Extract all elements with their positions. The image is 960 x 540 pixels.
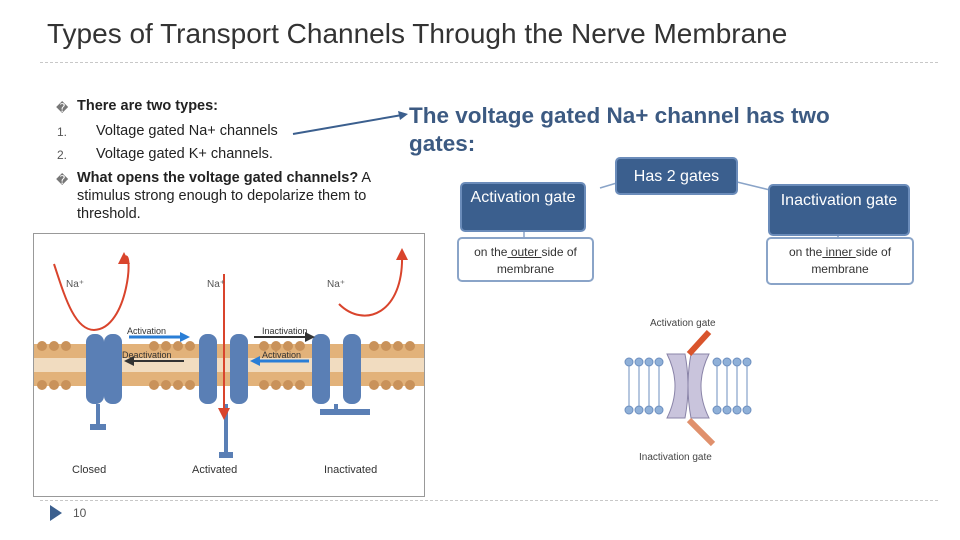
state-activated-label: Activated (192, 464, 237, 476)
inactivation-desc-inner: inner (822, 245, 856, 259)
bullet-what-opens: What opens the voltage gated channels? A (77, 170, 371, 186)
item-number-1: 1. (57, 125, 68, 139)
channel-states-figure: Na⁺ Na⁺ Na⁺ Activation Deactivation Inac… (33, 233, 425, 497)
gate-diagram: Activation gate Inactivation gate (624, 318, 752, 463)
ion-label-2: Na⁺ (207, 279, 225, 290)
activation-label: Activation (127, 326, 166, 336)
bullet-two-types: There are two types: (77, 98, 219, 114)
inactivation-desc-post: side of membrane (811, 245, 892, 276)
state-inactivated-label: Inactivated (324, 464, 377, 476)
slide-title: Types of Transport Channels Through the … (47, 18, 788, 49)
page-number: 10 (73, 506, 87, 520)
activation-location-box: on the outer side of membrane (457, 237, 594, 282)
answer-start: A (358, 170, 372, 186)
activation-desc-post: side of membrane (496, 245, 577, 276)
ion-label-3: Na⁺ (327, 279, 345, 290)
slide-marker-icon (50, 505, 62, 521)
footer-divider (40, 500, 938, 501)
bullet-icon: � (56, 173, 69, 187)
item-number-2: 2. (57, 148, 68, 162)
inactivation-desc-pre: on the (788, 245, 823, 259)
item-k-channels: Voltage gated K+ channels. (96, 146, 273, 162)
activation-gate-box: Activation gate (460, 182, 586, 232)
inactivation-location-box: on the inner side of membrane (766, 237, 914, 285)
connector-arrow (292, 111, 408, 135)
deactivation-label: Deactivation (122, 350, 172, 360)
has-gates-box: Has 2 gates (615, 157, 738, 195)
gate-diagram-top-label: Activation gate (650, 318, 716, 329)
question-text: What opens the voltage gated channels? (77, 170, 359, 186)
answer-line-3: threshold. (77, 206, 141, 222)
activation-desc-outer: outer (507, 245, 542, 259)
title-divider (40, 62, 938, 63)
channel-subtitle: The voltage gated Na+ channel has two ga… (409, 103, 830, 156)
activation-desc-pre: on the (474, 245, 508, 259)
inactivation-label: Inactivation (262, 326, 308, 336)
answer-line-2: stimulus strong enough to depolarize the… (77, 188, 367, 204)
item-na-channels: Voltage gated Na+ channels (96, 123, 278, 139)
bullet-icon: � (56, 101, 69, 115)
gate-diagram-bottom-label: Inactivation gate (639, 452, 712, 463)
activation-label-2: Activation (262, 350, 301, 360)
state-closed-label: Closed (72, 464, 106, 476)
channel-states-diagram: Na⁺ Na⁺ Na⁺ Activation Deactivation Inac… (34, 248, 424, 476)
ion-label-1: Na⁺ (66, 279, 84, 290)
inactivation-gate-box: Inactivation gate (768, 184, 910, 236)
